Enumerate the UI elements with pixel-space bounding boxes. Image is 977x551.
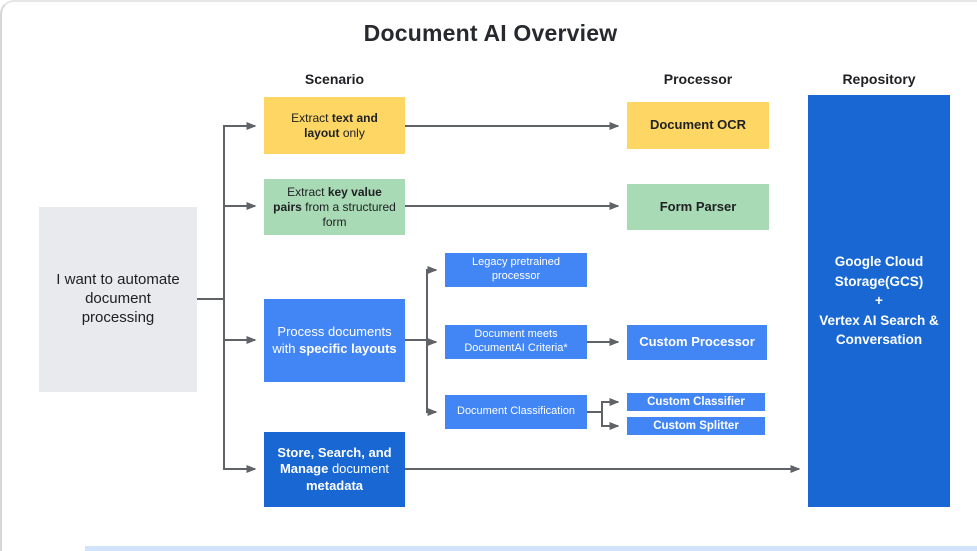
repository-line-vertex: Vertex AI Search & Conversation <box>819 312 939 348</box>
intro-text: I want to automate document processing <box>56 271 180 326</box>
scenario-specific-layouts-box: Process documents with specific layouts <box>264 299 405 382</box>
processor-custom-classifier-box: Custom Classifier <box>627 393 765 411</box>
processor-form-parser-label: Form Parser <box>659 198 737 214</box>
processor-form-parser-box: Form Parser <box>627 184 769 230</box>
intermediate-classification-label: Document Classification <box>457 405 575 418</box>
intermediate-criteria-box: Document meets DocumentAI Criteria* <box>445 325 587 359</box>
intermediate-legacy-box: Legacy pretrained processor <box>445 253 587 287</box>
processor-custom-splitter-label: Custom Splitter <box>653 419 739 432</box>
processor-document-ocr-label: Document OCR <box>649 117 747 133</box>
scenario-extract-kv-box: Extract key value pairs from a structure… <box>264 179 405 235</box>
processor-document-ocr-box: Document OCR <box>627 102 769 149</box>
processor-custom-splitter-box: Custom Splitter <box>627 417 765 435</box>
column-header-processor: Processor <box>663 71 733 87</box>
scenario-specific-layouts-label: Process documents with specific layouts <box>272 324 397 356</box>
repository-line-gcs: Google Cloud Storage(GCS) <box>834 254 924 289</box>
page-title: Document AI Overview <box>363 20 618 46</box>
intermediate-criteria-label: Document meets DocumentAI Criteria* <box>464 328 568 354</box>
scenario-store-search-box: Store, Search, and Manage document metad… <box>264 432 405 507</box>
processor-custom-classifier-label: Custom Classifier <box>647 395 745 408</box>
bottom-edge-artifact <box>85 546 977 551</box>
scenario-store-search-label: Store, Search, and Manage document metad… <box>277 445 392 493</box>
repository-box: Google Cloud Storage(GCS) + Vertex AI Se… <box>808 95 950 507</box>
intro-box: I want to automate document processing <box>39 207 197 392</box>
processor-custom-processor-label: Custom Processor <box>639 334 755 350</box>
scenario-extract-kv-label: Extract key value pairs from a structure… <box>273 184 396 229</box>
repository-line-plus: + <box>875 293 883 309</box>
scenario-extract-text-label: Extract text and layout only <box>291 110 378 140</box>
column-header-repository: Repository <box>842 71 916 87</box>
intermediate-classification-box: Document Classification <box>445 395 587 429</box>
column-header-scenario: Scenario <box>304 71 365 87</box>
scenario-extract-text-box: Extract text and layout only <box>264 97 405 154</box>
repository-label: Google Cloud Storage(GCS) + Vertex AI Se… <box>816 252 942 350</box>
processor-custom-processor-box: Custom Processor <box>627 325 767 360</box>
intermediate-legacy-label: Legacy pretrained processor <box>471 256 561 282</box>
